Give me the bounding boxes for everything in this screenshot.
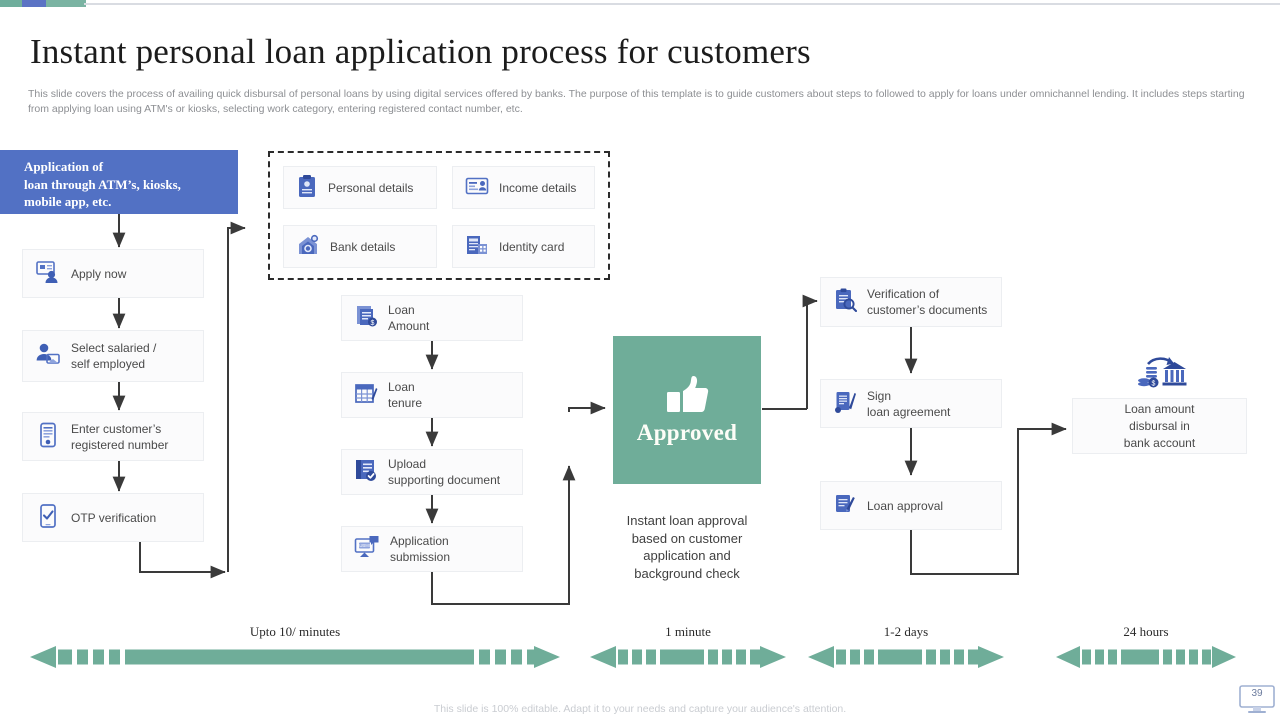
entry-point-box: Application of loan through ATM’s, kiosk… <box>0 150 238 214</box>
income-card-icon <box>465 176 489 200</box>
svg-text:$: $ <box>371 320 375 327</box>
svg-text:$: $ <box>1152 381 1156 388</box>
otp-mobile-icon <box>35 503 61 533</box>
application-submit-icon: SUBMIT <box>354 535 380 563</box>
step-loan-disbursal-label: Loan amount disbursal in bank account <box>1123 401 1196 450</box>
step-verification-documents[interactable]: Verification of customer’s documents <box>820 277 1002 327</box>
required-documents-group <box>268 151 610 280</box>
doc-identity-card-label: Identity card <box>499 239 565 254</box>
timeline-phase-3-arrow <box>808 646 1004 668</box>
top-bar-blue <box>22 0 66 7</box>
top-decoration-bars <box>0 0 1280 8</box>
step-verification-documents-label: Verification of customer’s documents <box>867 287 988 317</box>
step-employment-type[interactable]: Select salaried / self employed <box>22 330 204 382</box>
thumbs-up-icon <box>664 374 710 418</box>
page-number-monitor-icon <box>1238 684 1276 714</box>
timeline-phase-4-label: 24 hours <box>1123 624 1169 639</box>
step-apply-now-label: Apply now <box>71 266 127 281</box>
timeline-phase-3-label: 1-2 days <box>883 624 929 639</box>
approved-caption: Instant loan approval based on customer … <box>626 513 748 581</box>
step-apply-now[interactable]: Apply now <box>22 249 204 298</box>
page-title: Instant personal loan application proces… <box>30 32 811 71</box>
upload-document-icon <box>354 458 378 486</box>
step-upload-document-label: Upload supporting document <box>388 457 501 487</box>
timeline-phase-1-arrow <box>30 646 560 668</box>
entry-point-label: Application of loan through ATM’s, kiosk… <box>24 159 181 209</box>
timeline-phase-4: 24 hours <box>1056 624 1236 668</box>
step-loan-amount[interactable]: $ Loan Amount <box>341 295 523 341</box>
step-otp-verification-label: OTP verification <box>71 510 157 525</box>
step-sign-agreement-label: Sign loan agreement <box>867 388 951 419</box>
verify-documents-icon <box>833 288 858 316</box>
timeline-phase-1-label: Upto 10/ minutes <box>249 624 341 639</box>
step-application-submission-label: Application submission <box>390 534 451 564</box>
calendar-tenure-icon <box>354 381 378 409</box>
loan-approval-icon <box>833 492 857 520</box>
bank-house-icon <box>296 233 320 261</box>
step-sign-agreement[interactable]: Sign loan agreement <box>820 379 1002 428</box>
doc-personal-details-label: Personal details <box>328 180 414 195</box>
step-registered-number-label: Enter customer’s registered number <box>71 421 169 452</box>
timeline-phase-1: Upto 10/ minutes <box>30 624 560 668</box>
doc-income-details[interactable]: Income details <box>452 166 595 209</box>
top-bar-green-2 <box>46 0 86 7</box>
step-loan-amount-label: Loan Amount <box>388 303 430 333</box>
step-employment-type-label: Select salaried / self employed <box>71 341 157 371</box>
doc-bank-details[interactable]: Bank details <box>283 225 437 268</box>
page-number: 39 <box>1251 688 1263 699</box>
step-loan-approval-label: Loan approval <box>867 498 944 513</box>
doc-bank-details-label: Bank details <box>330 239 396 254</box>
step-otp-verification[interactable]: OTP verification <box>22 493 204 542</box>
clipboard-person-icon <box>296 174 318 202</box>
approved-badge: Approved <box>613 336 761 484</box>
doc-personal-details[interactable]: Personal details <box>283 166 437 209</box>
step-registered-number[interactable]: Enter customer’s registered number <box>22 412 204 461</box>
step-application-submission[interactable]: SUBMIT Application submission <box>341 526 523 572</box>
mobile-number-icon <box>35 422 61 452</box>
loan-amount-icon: $ <box>354 304 378 332</box>
apply-now-icon <box>35 260 61 288</box>
timeline-phase-4-arrow <box>1056 646 1236 668</box>
footer-note: This slide is 100% editable. Adapt it to… <box>433 703 847 715</box>
timeline-phase-2-label: 1 minute <box>665 624 711 639</box>
step-loan-disbursal[interactable]: Loan amount disbursal in bank account <box>1072 398 1247 454</box>
doc-identity-card[interactable]: Identity card <box>452 225 595 268</box>
top-divider-line <box>84 3 1280 5</box>
svg-text:SUBMIT: SUBMIT <box>357 543 373 548</box>
step-loan-tenure[interactable]: Loan tenure <box>341 372 523 418</box>
employment-type-icon <box>35 342 61 370</box>
timeline-phase-2-arrow <box>590 646 786 668</box>
timeline-phase-3: 1-2 days <box>808 624 1004 668</box>
step-upload-document[interactable]: Upload supporting document <box>341 449 523 495</box>
step-loan-approval[interactable]: Loan approval <box>820 481 1002 530</box>
approved-label: Approved <box>636 420 738 445</box>
page-subtitle: This slide covers the process of availin… <box>28 88 1245 115</box>
sign-agreement-icon <box>833 390 857 418</box>
timeline-phase-2: 1 minute <box>590 624 786 668</box>
identity-card-icon <box>465 233 489 261</box>
step-loan-tenure-label: Loan tenure <box>388 380 423 410</box>
doc-income-details-label: Income details <box>499 180 577 195</box>
money-to-bank-icon: $ <box>1136 355 1188 391</box>
